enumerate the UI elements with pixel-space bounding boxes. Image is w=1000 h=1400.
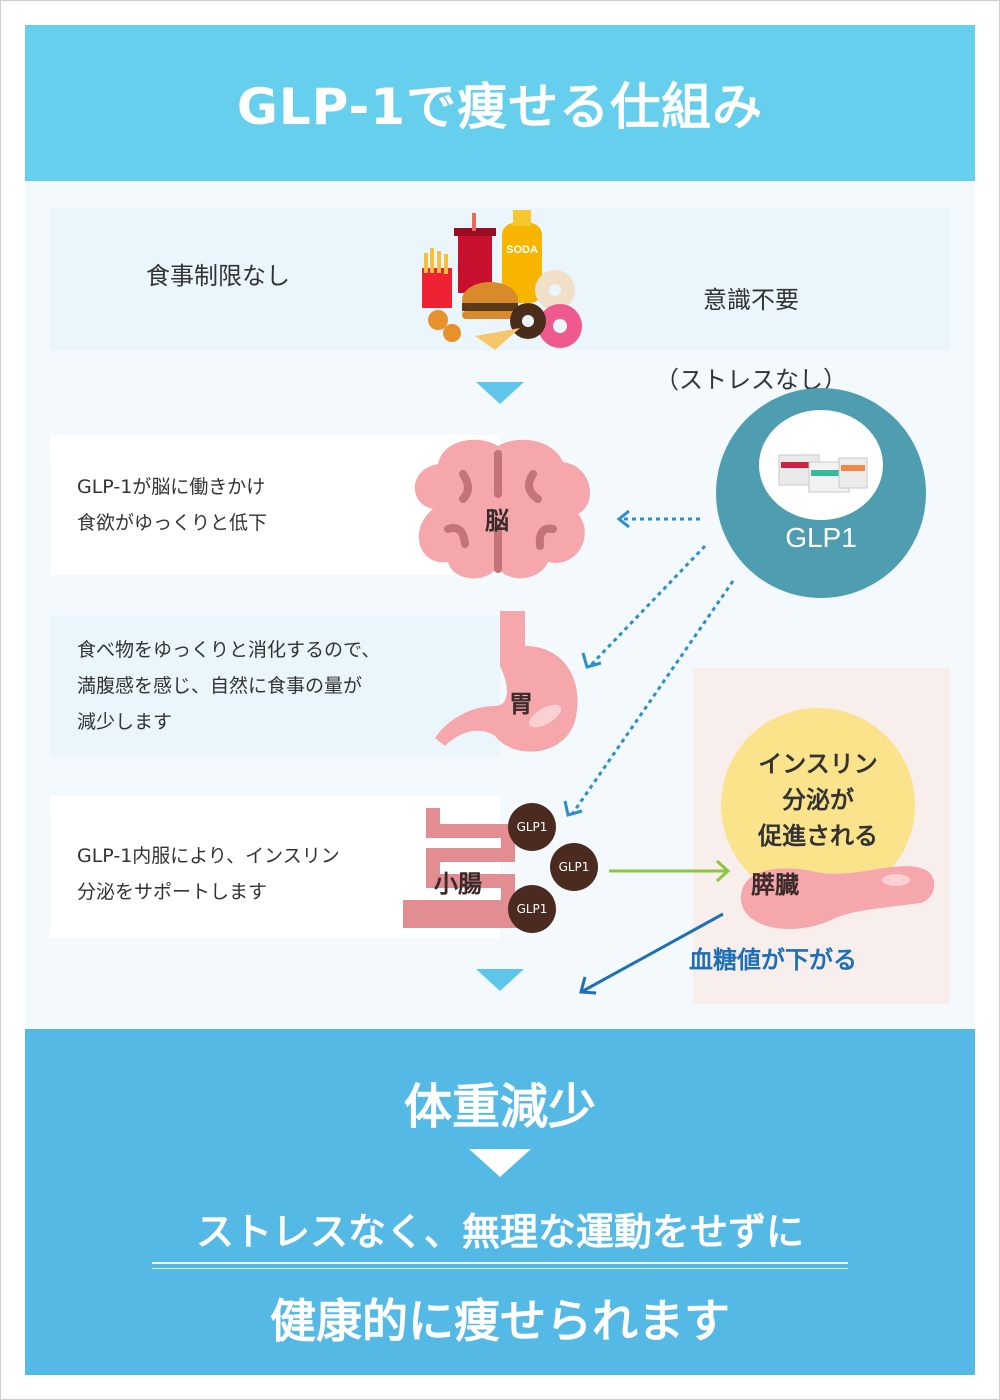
nugget-icon: [428, 310, 448, 330]
result-section: 体重減少 ストレスなく、無理な運動をせずに 健康的に痩せられます: [25, 1029, 975, 1375]
page-title: GLP-1で痩せる仕組み: [236, 78, 764, 136]
main-section: 食事制限なし 意識不要 （ストレスなし） SODA: [25, 181, 975, 1029]
brain-text: GLP-1が脳に働きかけ 食欲がゆっくりと低下: [77, 476, 268, 534]
intestine-text: GLP-1内服により、インスリン 分泌をサポートします: [77, 845, 340, 903]
insulin-text: インスリン 分泌が 促進される: [758, 750, 878, 850]
green-arrow-to-pancreas-icon: [609, 859, 731, 883]
soda-bottle-icon: [502, 223, 542, 303]
glp1-label: GLP1: [785, 522, 857, 553]
brain-icon: [414, 439, 590, 579]
stomach-card: 食べ物をゆっくりと消化するので、 満腹感を感じ、自然に食事の量が 減少します: [50, 615, 500, 757]
divider-line-2: [152, 1268, 848, 1269]
blood-sugar-text: 血糖値が下がる: [689, 946, 857, 974]
pizza-slice-icon: [475, 328, 520, 350]
medicine-box-icon: [778, 454, 868, 493]
down-arrow-2-icon: [476, 969, 524, 991]
french-fries-icon: [422, 268, 452, 308]
divider-line: [152, 1262, 848, 1264]
intro-card: 食事制限なし 意識不要 （ストレスなし） SODA: [50, 208, 950, 394]
pancreas-icon: [741, 866, 935, 929]
stomach-label: 胃: [509, 690, 533, 718]
no-stress-text: ストレスなく、無理な運動をせずに: [195, 1210, 804, 1254]
no-diet-restriction-text: 食事制限なし: [146, 262, 290, 290]
arrows-layer: [563, 509, 735, 995]
pancreas-label: 膵臓: [751, 871, 799, 899]
glp1-pill-3: GLP1: [508, 885, 556, 933]
no-effort-line1: 意識不要: [703, 286, 799, 314]
down-arrow-1-icon: [476, 382, 524, 404]
intestine-label: 小腸: [434, 870, 482, 898]
glp1-medicine-image: [759, 410, 883, 520]
dotted-arrow-to-intestine-icon: [571, 580, 735, 814]
dotted-arrow-to-stomach-icon: [588, 544, 707, 668]
glp1-pill-2: GLP1: [550, 843, 598, 891]
soda-label: SODA: [506, 244, 538, 256]
weight-loss-heading: 体重減少: [403, 1079, 596, 1135]
header-banner: GLP-1で痩せる仕組み: [25, 25, 975, 181]
stomach-text: 食べ物をゆっくりと消化するので、 満腹感を感じ、自然に食事の量が 減少します: [77, 639, 381, 733]
pancreas-panel: インスリン 分泌が 促進される 膵臓 血糖値が下がる: [689, 668, 950, 1004]
glp1-circle: GLP1: [716, 388, 926, 598]
junk-food-illustration: SODA: [422, 210, 582, 350]
brain-label: 脳: [485, 507, 509, 535]
stomach-icon: [435, 611, 578, 752]
blood-sugar-arrow-icon: [579, 912, 724, 995]
glp1-pill-1: GLP1: [508, 803, 556, 851]
down-arrow-white-icon: [469, 1149, 531, 1177]
small-intestine-icon: [403, 808, 523, 928]
healthy-weight-loss-text: 健康的に痩せられます: [270, 1294, 730, 1348]
